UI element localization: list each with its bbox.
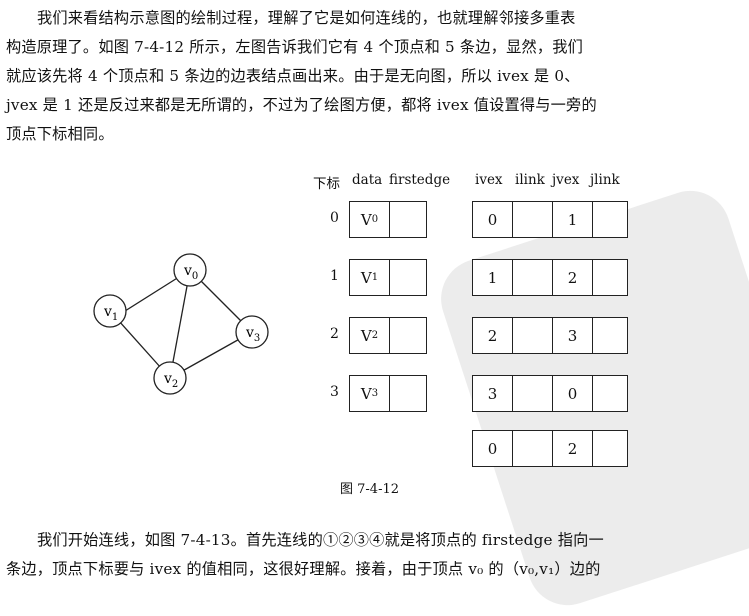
graph-edge [169, 269, 191, 379]
ilink-cell [513, 260, 553, 295]
vertex-index: 2 [330, 326, 339, 342]
edge-node: 0 2 [472, 430, 628, 467]
vertex-index: 1 [330, 268, 339, 284]
text-line: 顶点下标相同。 [6, 125, 114, 143]
text-line: 就应该先将 4 个顶点和 5 条边的边表结点画出来。由于是无向图，所以 ivex… [6, 67, 580, 85]
text-line: 我们开始连线，如图 7-4-13。首先连线的①②③④就是将顶点的 firsted… [37, 531, 604, 549]
edge-node: 1 2 [472, 259, 628, 296]
text-line: 条边，顶点下标要与 ivex 的值相同，这很好理解。接着，由于顶点 v₀ 的（v… [6, 560, 601, 578]
ivex-cell: 0 [473, 202, 513, 237]
header-ivex: ivex [475, 172, 503, 188]
graph-vertex: v1 [93, 294, 127, 328]
ilink-cell [513, 202, 553, 237]
svg-text:v3: v3 [245, 325, 260, 344]
ilink-cell [513, 318, 553, 353]
graph-vertex: v3 [235, 315, 269, 349]
ilink-cell [513, 376, 553, 411]
jvex-cell: 2 [553, 260, 593, 295]
ivex-cell: 0 [473, 431, 513, 466]
header-index: 下标 [313, 176, 340, 192]
intro-paragraph: 我们来看结构示意图的绘制过程，理解了它是如何连线的，也就理解邻接多重表 构造原理… [6, 4, 741, 149]
header-jlink: jlink [590, 172, 620, 188]
vertex-index: 3 [330, 384, 339, 400]
graph-vertex: v0 [173, 253, 207, 287]
svg-text:v1: v1 [103, 304, 118, 323]
edge-node: 2 3 [472, 317, 628, 354]
jvex-cell: 0 [553, 376, 593, 411]
undirected-graph: v0 v1 v2 v3 [93, 253, 269, 395]
continuation-paragraph: 我们开始连线，如图 7-4-13。首先连线的①②③④就是将顶点的 firsted… [6, 526, 741, 584]
ivex-cell: 3 [473, 376, 513, 411]
svg-text:v0: v0 [183, 263, 198, 282]
edge-node: 3 0 [472, 375, 628, 412]
book-page: 我们来看结构示意图的绘制过程，理解了它是如何连线的，也就理解邻接多重表 构造原理… [6, 4, 749, 616]
figure-caption: 图 7-4-12 [340, 482, 400, 497]
ilink-cell [513, 431, 553, 466]
ivex-cell: 1 [473, 260, 513, 295]
jvex-cell: 2 [553, 431, 593, 466]
ivex-cell: 2 [473, 318, 513, 353]
graph-vertex: v2 [153, 361, 187, 395]
text-line: jvex 是 1 还是反过来都是无所谓的，不过为了绘图方便，都将 ivex 值设… [6, 96, 597, 114]
jvex-cell: 3 [553, 318, 593, 353]
header-jvex: jvex [552, 172, 580, 188]
header-ilink: ilink [515, 172, 545, 188]
jvex-cell: 1 [553, 202, 593, 237]
text-line: 构造原理了。如图 7-4-12 所示，左图告诉我们它有 4 个顶点和 5 条边，… [6, 38, 584, 56]
svg-text:v2: v2 [163, 371, 178, 390]
text-line: 我们来看结构示意图的绘制过程，理解了它是如何连线的，也就理解邻接多重表 [37, 9, 576, 27]
vertex-index: 0 [330, 210, 339, 226]
edge-node: 0 1 [472, 201, 628, 238]
header-firstedge: firstedge [389, 172, 451, 188]
header-data: data [352, 172, 383, 188]
